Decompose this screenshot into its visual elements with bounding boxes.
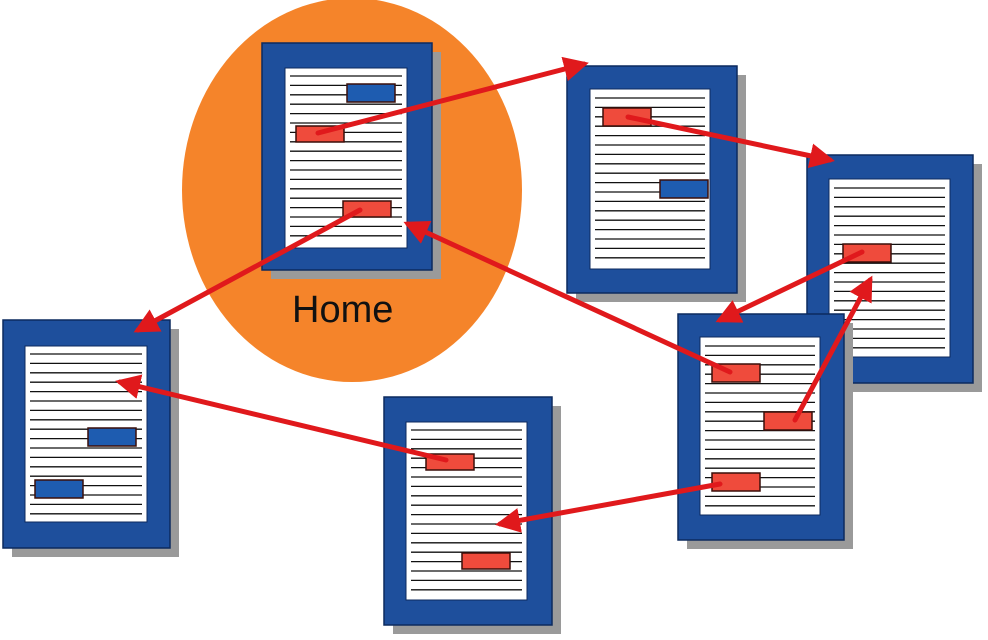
link-arrow — [115, 374, 449, 463]
link-arrow — [315, 56, 589, 136]
link-arrow — [625, 114, 835, 169]
link-arrow — [403, 220, 733, 375]
home-label: Home — [292, 289, 393, 331]
page-top-center — [566, 65, 746, 302]
page-right-middle — [677, 313, 853, 549]
page-left — [2, 319, 179, 557]
hyperlink-blue — [87, 427, 137, 447]
home — [261, 42, 441, 279]
hyperlink-red — [763, 411, 813, 431]
link-arrow — [792, 275, 873, 423]
hyperlink-blue — [346, 83, 396, 103]
link-arrow — [715, 249, 865, 323]
hyperlink-red — [461, 552, 511, 570]
link-arrow — [495, 481, 723, 533]
hyperlink-blue — [34, 479, 84, 499]
link-arrow — [133, 207, 363, 333]
page-bottom-center — [383, 396, 561, 634]
hyperlink-blue — [659, 179, 709, 199]
pages-layer — [2, 42, 982, 634]
hyperlink-red — [711, 472, 761, 492]
arrows-layer — [115, 56, 873, 533]
